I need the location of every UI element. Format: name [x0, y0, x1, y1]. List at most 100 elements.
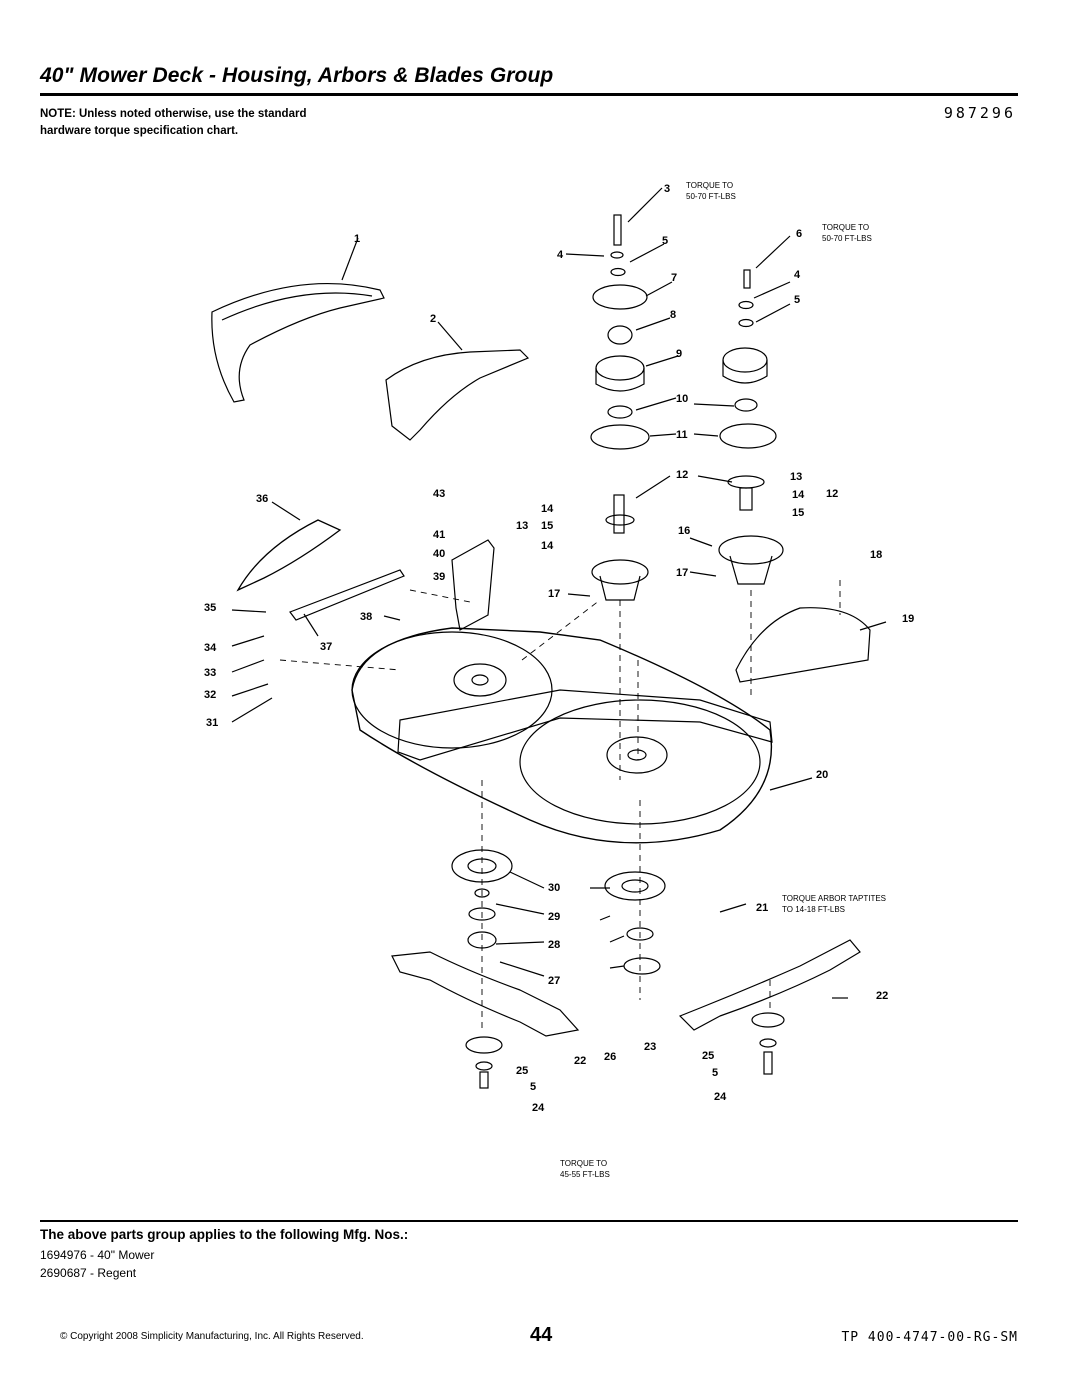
callout: 29 — [548, 911, 560, 923]
callout: 13 — [516, 520, 528, 532]
callout: 14 — [541, 540, 554, 552]
callout: 4 — [794, 269, 801, 281]
callout: 14 — [541, 503, 554, 515]
callout: 19 — [902, 613, 914, 625]
right-pulley — [722, 347, 768, 373]
callout: 15 — [792, 507, 804, 519]
callout: 22 — [876, 990, 888, 1002]
torque-note: NOTE: Unless noted otherwise, use the st… — [40, 108, 307, 137]
callout: 25 — [702, 1050, 714, 1062]
lift-link — [289, 569, 405, 621]
right-spindle-flange — [718, 535, 784, 565]
callout: 1 — [354, 233, 360, 245]
svg-text:TO 14-18 FT-LBS: TO 14-18 FT-LBS — [782, 905, 845, 914]
applies-heading: The above parts group applies to the fol… — [40, 1227, 409, 1242]
deck-outer — [351, 627, 773, 844]
callout: 15 — [541, 520, 553, 532]
callout: 31 — [206, 717, 218, 729]
callout: 40 — [433, 548, 445, 560]
callout: 12 — [676, 469, 688, 481]
callout: 3 — [664, 183, 670, 195]
callout: 5 — [530, 1081, 536, 1093]
callout: 30 — [548, 882, 560, 894]
deck-shield — [385, 349, 530, 441]
callout: 5 — [794, 294, 800, 306]
height-bracket — [451, 539, 495, 631]
callout: 4 — [557, 249, 564, 261]
page-title: 40" Mower Deck - Housing, Arbors & Blade… — [40, 64, 554, 87]
rear-shield — [735, 607, 871, 683]
discharge-chute — [236, 519, 342, 592]
callout: 24 — [532, 1102, 545, 1114]
mfg-number: 2690687 - Regent — [40, 1266, 137, 1280]
page-number: 44 — [530, 1324, 553, 1346]
callout: 24 — [714, 1091, 727, 1103]
callout: 18 — [870, 549, 882, 561]
callout: 14 — [792, 489, 805, 501]
callout: 9 — [676, 348, 682, 360]
blade-left — [391, 951, 580, 1037]
right-housing — [719, 423, 777, 449]
callout: 39 — [433, 571, 445, 583]
callout: 22 — [574, 1055, 586, 1067]
callout: 26 — [604, 1051, 616, 1063]
svg-text:TORQUE TO: TORQUE TO — [822, 223, 869, 232]
callout: 37 — [320, 641, 332, 653]
lower-flange-left — [451, 849, 513, 883]
callout: 5 — [662, 235, 668, 247]
right-bolt — [743, 269, 751, 289]
callout: 43 — [433, 488, 445, 500]
callout: 6 — [796, 228, 802, 240]
diagram-number: 987296 — [943, 104, 1016, 122]
applies-divider — [40, 1220, 1018, 1222]
tp-code: TP 400-4747-00-RG-SM — [841, 1330, 1018, 1345]
callout: 2 — [430, 313, 436, 325]
callout: 27 — [548, 975, 560, 987]
mfg-number: 1694976 - 40" Mower — [40, 1248, 155, 1262]
side-rail — [397, 689, 773, 761]
left-pulley — [592, 284, 648, 310]
svg-text:50-70 FT-LBS: 50-70 FT-LBS — [822, 234, 872, 243]
callout: 36 — [256, 493, 268, 505]
callout: 41 — [433, 529, 445, 541]
callout: 16 — [678, 525, 690, 537]
diagram-drawing — [211, 187, 887, 1089]
svg-text:TORQUE TO: TORQUE TO — [560, 1159, 607, 1168]
callout: 10 — [676, 393, 688, 405]
callout: 7 — [671, 272, 677, 284]
callout: 23 — [644, 1041, 656, 1053]
callout: 8 — [670, 309, 676, 321]
blade-right — [678, 939, 861, 1031]
left-housing — [590, 424, 650, 450]
callout: 12 — [826, 488, 838, 500]
copyright: © Copyright 2008 Simplicity Manufacturin… — [60, 1331, 364, 1342]
svg-text:50-70 FT-LBS: 50-70 FT-LBS — [686, 192, 736, 201]
torque-note-4: TORQUE TO 45-55 FT-LBS — [560, 1159, 610, 1179]
callout: 34 — [204, 642, 217, 654]
svg-text:45-55 FT-LBS: 45-55 FT-LBS — [560, 1170, 610, 1179]
assembly-lines — [279, 580, 841, 1030]
callout-labels: 1 2 3 4 5 6 4 5 7 8 9 10 11 12 13 14 15 … — [204, 183, 914, 1114]
svg-text:TORQUE TO: TORQUE TO — [686, 181, 733, 190]
left-upper-housing — [595, 355, 645, 381]
callout: 17 — [676, 567, 688, 579]
svg-text:TORQUE ARBOR TAPTITES: TORQUE ARBOR TAPTITES — [782, 894, 886, 903]
callout: 20 — [816, 769, 828, 781]
callout: 38 — [360, 611, 372, 623]
left-spindle-flange — [591, 559, 649, 585]
lower-flange-right — [604, 871, 666, 901]
callout: 11 — [676, 429, 688, 441]
torque-note-2: TORQUE TO 50-70 FT-LBS — [822, 223, 872, 243]
belt-cover — [211, 283, 385, 403]
parts-diagram: TORQUE TO 50-70 FT-LBS TORQUE TO 50-70 F… — [204, 181, 914, 1179]
callout: 35 — [204, 602, 216, 614]
title-divider — [40, 93, 1018, 96]
callout: 13 — [790, 471, 802, 483]
torque-note-1: TORQUE TO 50-70 FT-LBS — [686, 181, 736, 201]
callout: 25 — [516, 1065, 528, 1077]
torque-note-3: TORQUE ARBOR TAPTITES TO 14-18 FT-LBS — [782, 894, 886, 914]
callout: 17 — [548, 588, 560, 600]
callout: 33 — [204, 667, 216, 679]
callout: 5 — [712, 1067, 718, 1079]
callout: 21 — [756, 902, 768, 914]
